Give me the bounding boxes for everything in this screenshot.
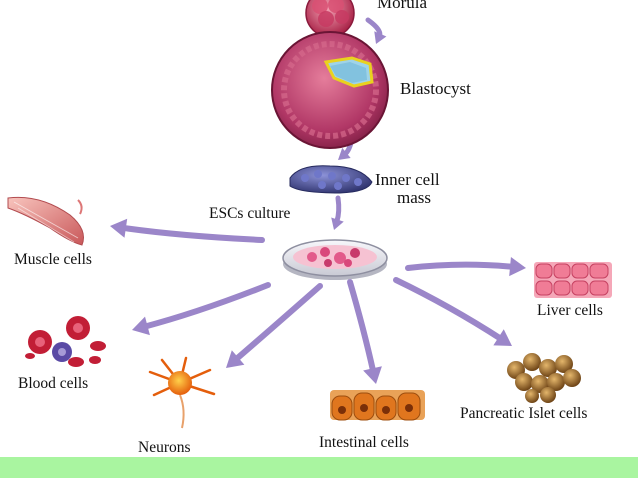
arrow-to-muscle-shaft	[119, 224, 265, 243]
arrow-to-liver-head	[509, 256, 526, 277]
inner-cell-mass-illustration	[289, 165, 373, 194]
escs-culture-label: ESCs culture	[209, 205, 291, 222]
arrow-inner-mass-to-culture-shaft	[334, 195, 342, 225]
arrow-to-intestinal-head	[363, 366, 382, 384]
blastocyst-label: Blastocyst	[400, 79, 471, 98]
inner-cell-mass-label-line2: mass	[397, 188, 431, 207]
liver-cells-label: Liver cells	[537, 302, 603, 319]
intestinal-cells-illustration	[330, 390, 425, 421]
arrow-morula-to-blastocyst-head	[374, 31, 387, 44]
petri-dish-illustration	[282, 239, 388, 280]
muscle-cells-label: Muscle cells	[14, 251, 92, 268]
neuron-illustration	[148, 356, 216, 429]
footer-bar	[0, 457, 638, 478]
pancreatic-islet-illustration	[507, 353, 581, 403]
arrow-to-liver-shaft	[405, 261, 517, 271]
neurons-label: Neurons	[138, 439, 191, 456]
arrow-to-muscle-head	[110, 218, 128, 238]
arrow-to-neurons-head	[226, 350, 245, 368]
liver-cells-illustration	[534, 262, 612, 298]
arrow-to-neurons-shaft	[232, 283, 323, 363]
arrow-to-blood-shaft	[141, 282, 271, 330]
morula-label: Morula	[377, 0, 428, 12]
intestinal-cells-label: Intestinal cells	[319, 434, 409, 451]
blood-cells-illustration	[25, 316, 106, 367]
arrow-blastocyst-to-inner-mass-head	[338, 147, 351, 160]
arrow-to-pancreatic-head	[493, 329, 512, 346]
inner-cell-mass-label-line1: Inner cell	[375, 170, 440, 189]
blood-cells-label: Blood cells	[18, 375, 89, 392]
blastocyst-illustration	[271, 31, 389, 149]
arrow-to-blood-head	[132, 316, 150, 336]
arrow-to-pancreatic-shaft	[393, 277, 505, 343]
pancreatic-islet-cells-label: Pancreatic Islet cells	[460, 405, 588, 422]
arrow-to-intestinal-shaft	[347, 279, 377, 375]
arrow-inner-mass-to-culture-head	[331, 217, 344, 230]
muscle-cells-illustration	[7, 196, 84, 246]
